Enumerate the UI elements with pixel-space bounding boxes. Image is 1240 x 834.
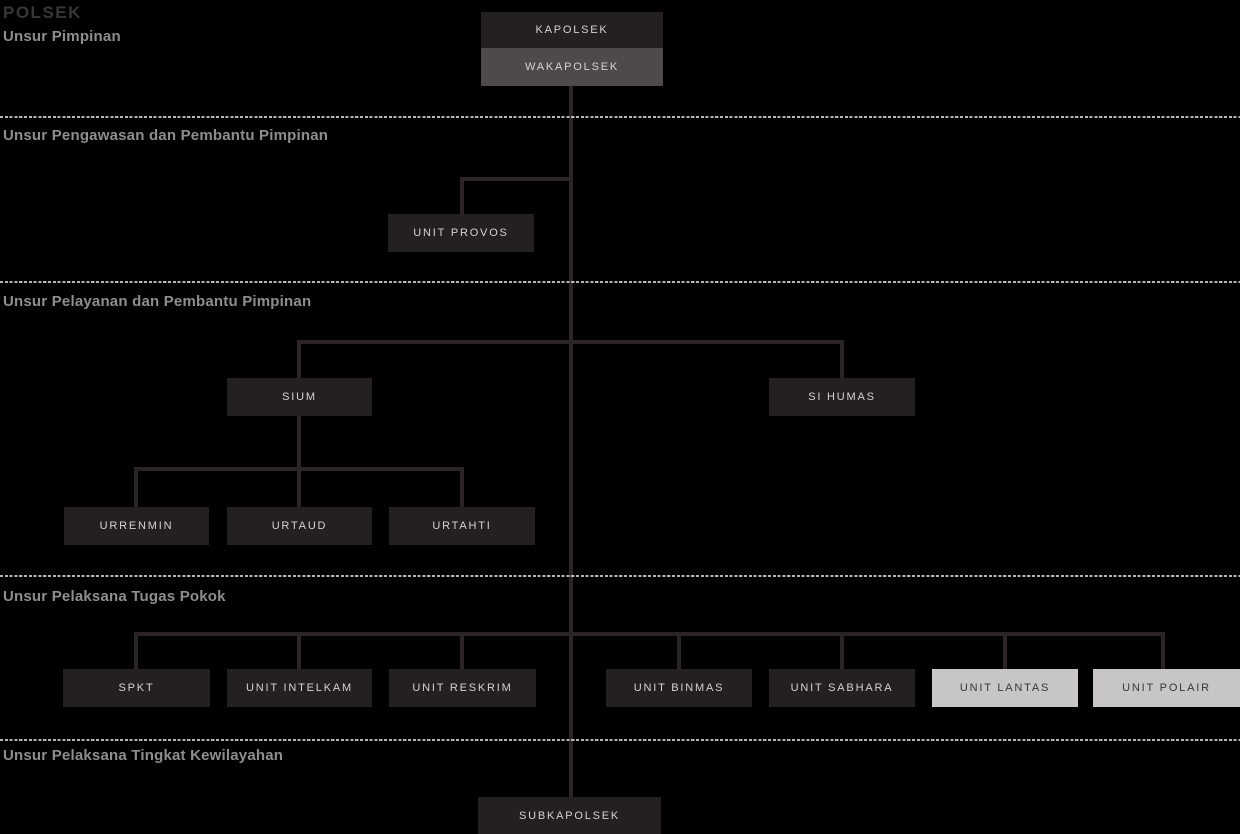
connector-sium-children-line — [297, 416, 301, 507]
org-node-urtaud: URTAUD — [227, 507, 372, 545]
org-node-urtahti: URTAHTI — [389, 507, 535, 545]
connector-sium-children-horizontal-line — [134, 467, 464, 471]
connector-urrenmin-drop-line — [134, 467, 138, 507]
org-node-unit-polair: UNIT POLAIR — [1093, 669, 1240, 707]
connector-provos-horizontal-line — [460, 177, 573, 181]
connector-urtahti-drop-line — [460, 467, 464, 507]
org-node-unit-provos: UNIT PROVOS — [388, 214, 534, 252]
connector-sihumas-drop-line — [840, 340, 844, 378]
org-node-sium: SIUM — [227, 378, 372, 416]
org-node-unit-intelkam: UNIT INTELKAM — [227, 669, 372, 707]
org-node-urrenmin: URRENMIN — [64, 507, 209, 545]
connector-provos-drop-line — [460, 177, 464, 214]
section-heading-pelaksana-pokok: Unsur Pelaksana Tugas Pokok — [3, 588, 226, 605]
connector-binmas-drop-line — [677, 632, 681, 669]
section-heading-pengawasan: Unsur Pengawasan dan Pembantu Pimpinan — [3, 127, 329, 144]
section-divider — [0, 281, 1240, 284]
section-heading-pimpinan: Unsur Pimpinan — [3, 28, 121, 45]
org-node-kapolsek: KAPOLSEK — [481, 12, 663, 48]
org-node-unit-reskrim: UNIT RESKRIM — [389, 669, 536, 707]
connector-pelayanan-horizontal-line — [297, 340, 844, 344]
connector-polair-drop-line — [1161, 632, 1165, 669]
org-node-unit-sabhara: UNIT SABHARA — [769, 669, 915, 707]
connector-sium-drop-line — [297, 340, 301, 378]
connector-lantas-drop-line — [1003, 632, 1007, 669]
connector-spkt-drop-line — [134, 632, 138, 669]
section-divider — [0, 575, 1240, 578]
org-node-subkapolsek: SUBKAPOLSEK — [478, 797, 661, 834]
connector-sabhara-drop-line — [840, 632, 844, 669]
page-title: POLSEK — [3, 3, 82, 22]
org-node-unit-binmas: UNIT BINMAS — [606, 669, 752, 707]
org-node-unit-lantas: UNIT LANTAS — [932, 669, 1078, 707]
section-divider — [0, 116, 1240, 119]
org-node-spkt: SPKT — [63, 669, 210, 707]
connector-pelaksana-horizontal-line — [134, 632, 1165, 636]
section-heading-pelayanan: Unsur Pelayanan dan Pembantu Pimpinan — [3, 293, 312, 310]
org-node-si-humas: SI HUMAS — [769, 378, 915, 416]
connector-trunk-line — [569, 86, 573, 797]
org-node-wakapolsek: WAKAPOLSEK — [481, 48, 663, 86]
section-divider — [0, 739, 1240, 742]
section-heading-kewilayahan: Unsur Pelaksana Tingkat Kewilayahan — [3, 747, 284, 764]
connector-reskrim-drop-line — [460, 632, 464, 669]
connector-intelkam-drop-line — [297, 632, 301, 669]
